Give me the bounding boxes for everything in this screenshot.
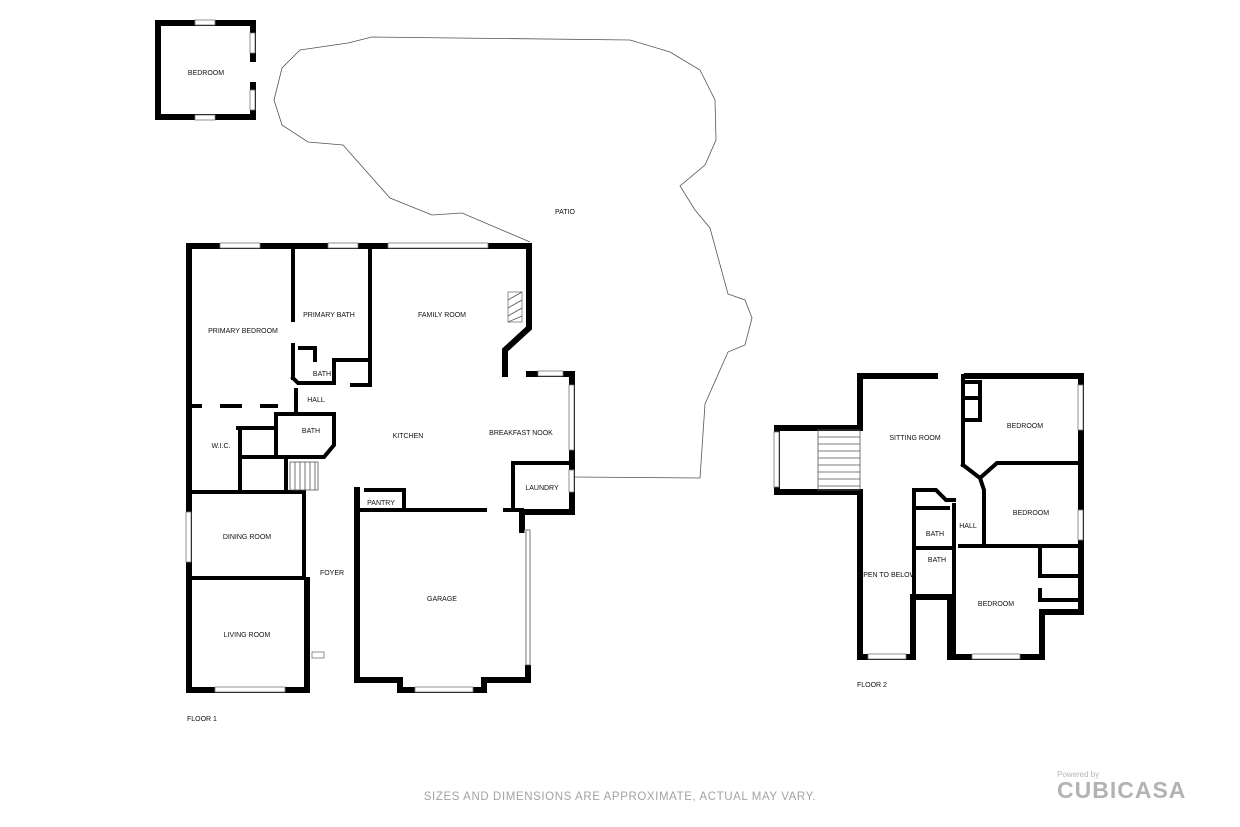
label-sitting-room: SITTING ROOM [889, 435, 941, 442]
label-hall-1: HALL [307, 397, 325, 404]
label-foyer: FOYER [320, 570, 344, 577]
label-primary-bedroom: PRIMARY BEDROOM [208, 328, 278, 335]
label-open-to-below: OPEN TO BELOW [858, 572, 917, 579]
label-dining-room: DINING ROOM [223, 534, 271, 541]
label-bedroom-2a: BEDROOM [1007, 423, 1043, 430]
floor-2-plan [773, 372, 1084, 660]
label-breakfast-nook: BREAKFAST NOOK [489, 430, 553, 437]
label-patio: PATIO [555, 209, 576, 216]
label-bath-1: BATH [313, 371, 331, 378]
label-primary-bath: PRIMARY BATH [303, 312, 355, 319]
label-bath-2: BATH [302, 428, 320, 435]
label-floor-1: FLOOR 1 [187, 716, 217, 723]
floor-1-plan [185, 242, 575, 693]
label-floor-2: FLOOR 2 [857, 682, 887, 689]
label-pantry: PANTRY [367, 500, 395, 507]
label-kitchen: KITCHEN [393, 433, 424, 440]
label-hall-2: HALL [959, 523, 977, 530]
powered-by-text: Powered by [1057, 770, 1100, 779]
label-living-room: LIVING ROOM [224, 632, 271, 639]
label-family-room: FAMILY ROOM [418, 312, 466, 319]
label-garage: GARAGE [427, 596, 457, 603]
patio-outline [273, 36, 753, 479]
label-bedroom-detached: BEDROOM [188, 70, 224, 77]
label-wic: W.I.C. [211, 443, 230, 450]
label-bath-4: BATH [928, 557, 946, 564]
label-laundry: LAUNDRY [525, 485, 559, 492]
brand-logo: Powered by CUBICASA [1057, 770, 1217, 804]
label-bedroom-2c: BEDROOM [978, 601, 1014, 608]
label-bedroom-2b: BEDROOM [1013, 510, 1049, 517]
label-bath-3: BATH [926, 531, 944, 538]
detached-bedroom [155, 19, 257, 121]
brand-name: CUBICASA [1057, 777, 1187, 803]
disclaimer-text: SIZES AND DIMENSIONS ARE APPROXIMATE, AC… [423, 791, 817, 803]
